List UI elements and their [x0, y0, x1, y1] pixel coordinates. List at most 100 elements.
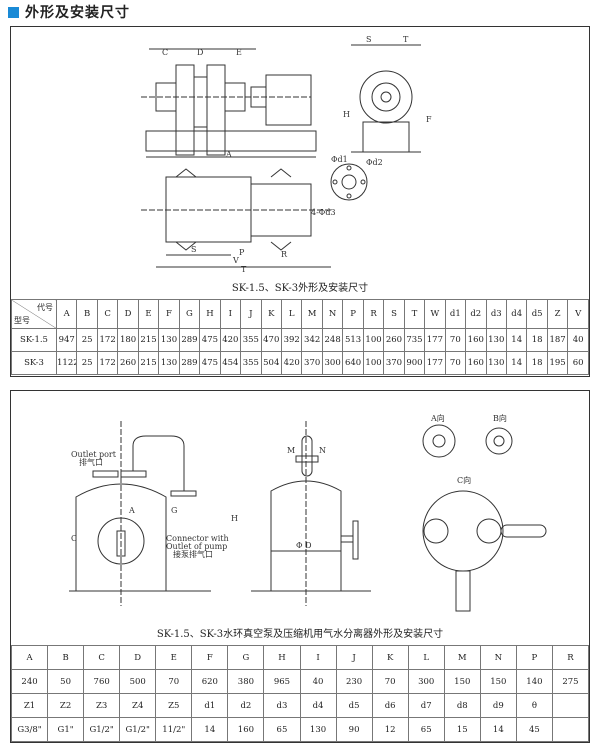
value-cell: d5: [335, 693, 373, 718]
value-cell: 230: [335, 669, 373, 694]
value-cell: C: [83, 645, 121, 670]
value-cell: G1/2": [83, 717, 121, 742]
svg-text:A: A: [128, 506, 135, 515]
value-cell: 900: [403, 351, 426, 375]
value-cell: 40: [567, 328, 589, 352]
value-cell: 370: [301, 351, 323, 375]
svg-text:C: C: [71, 534, 77, 543]
value-cell: 640: [342, 351, 364, 375]
svg-text:B向: B向: [493, 413, 507, 423]
svg-text:A: A: [225, 150, 232, 159]
value-cell: D: [119, 645, 157, 670]
value-cell: 160: [465, 328, 487, 352]
svg-text:M: M: [287, 446, 295, 455]
col-header: H: [199, 299, 221, 329]
col-header: F: [158, 299, 180, 329]
svg-text:N: N: [319, 446, 326, 455]
value-cell: 420: [219, 328, 242, 352]
value-cell: 130: [485, 328, 507, 352]
value-cell: A: [10, 645, 49, 670]
value-cell: d2: [227, 693, 265, 718]
value-cell: 14: [191, 717, 229, 742]
value-cell: 620: [191, 669, 229, 694]
col-header: V: [567, 299, 589, 329]
svg-text:A向: A向: [430, 413, 445, 423]
value-cell: 60: [567, 351, 589, 375]
value-cell: 300: [407, 669, 445, 694]
value-cell: 177: [424, 351, 446, 375]
value-cell: 25: [76, 351, 98, 375]
value-cell: N: [479, 645, 517, 670]
value-cell: 100: [362, 351, 385, 375]
value-cell: d3: [263, 693, 301, 718]
col-header: E: [137, 299, 160, 329]
value-cell: θ: [515, 693, 553, 718]
value-cell: 70: [444, 328, 467, 352]
svg-text:C: C: [162, 48, 168, 57]
col-header: R: [362, 299, 385, 329]
value-cell: 160: [227, 717, 265, 742]
value-cell: 187: [546, 328, 569, 352]
value-cell: d7: [407, 693, 445, 718]
svg-text:G: G: [171, 506, 177, 515]
value-cell: 140: [515, 669, 553, 694]
value-cell: [551, 693, 590, 718]
value-cell: 500: [119, 669, 157, 694]
svg-text:Φd2: Φd2: [366, 158, 383, 167]
value-cell: 947: [55, 328, 78, 352]
value-cell: 130: [485, 351, 507, 375]
value-cell: 215: [137, 351, 160, 375]
value-cell: 70: [155, 669, 193, 694]
value-cell: 355: [240, 328, 262, 352]
value-cell: d8: [443, 693, 481, 718]
model-cell: SK-3: [11, 351, 57, 375]
value-cell: 65: [407, 717, 445, 742]
value-cell: 177: [424, 328, 446, 352]
value-cell: J: [335, 645, 373, 670]
section-header: 外形及安装尺寸: [8, 2, 130, 22]
svg-text:4-Φd3: 4-Φd3: [311, 208, 336, 217]
col-header: d5: [526, 299, 548, 329]
value-cell: 289: [178, 328, 201, 352]
value-cell: 150: [443, 669, 481, 694]
separator-dimensions-panel: Outlet port 排气口 Connector with Outlet of…: [10, 390, 590, 743]
value-cell: K: [371, 645, 409, 670]
model-cell: SK-1.5: [11, 328, 57, 352]
value-cell: 215: [137, 328, 160, 352]
value-cell: 380: [227, 669, 265, 694]
section-title: 外形及安装尺寸: [25, 5, 130, 21]
col-header: d3: [485, 299, 507, 329]
value-cell: G1": [47, 717, 85, 742]
svg-text:排气口: 排气口: [79, 457, 103, 467]
value-cell: E: [155, 645, 193, 670]
col-header: C: [96, 299, 119, 329]
value-cell: 735: [403, 328, 426, 352]
value-cell: 1122: [55, 351, 78, 375]
value-cell: [551, 717, 590, 742]
value-cell: M: [443, 645, 481, 670]
value-cell: 172: [96, 351, 119, 375]
svg-text:T: T: [241, 265, 247, 274]
col-header: d1: [444, 299, 467, 329]
value-cell: F: [191, 645, 229, 670]
col-header: M: [301, 299, 323, 329]
svg-text:Connector with: Connector with: [166, 534, 229, 543]
svg-text:Φ D: Φ D: [296, 541, 312, 550]
svg-text:P: P: [239, 248, 245, 257]
value-cell: 504: [260, 351, 282, 375]
svg-text:S: S: [191, 245, 196, 254]
col-header: d4: [505, 299, 528, 329]
svg-text:接泵排气口: 接泵排气口: [173, 549, 213, 559]
value-cell: 65: [263, 717, 301, 742]
value-cell: 18: [526, 351, 548, 375]
value-cell: 70: [444, 351, 467, 375]
value-cell: 14: [505, 351, 528, 375]
value-cell: G: [227, 645, 265, 670]
